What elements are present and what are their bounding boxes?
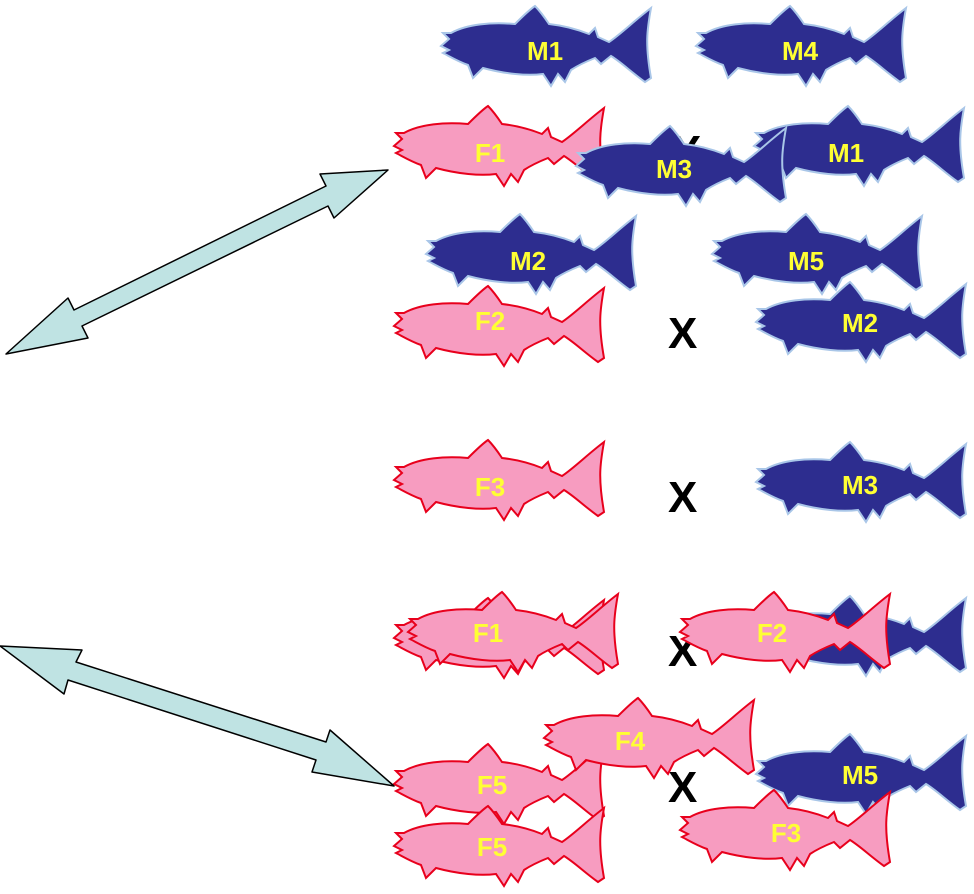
fish-m4-top: M4 [695,5,907,87]
fish-label: F5 [477,832,507,862]
fish-f3-row3: F3 [393,439,605,521]
fish-m2-floating: M2 [425,213,637,295]
fish-m3-floating: M3 [575,125,787,207]
fish-m5-floating: M5 [711,213,923,295]
fish-m1-top: M1 [440,5,652,87]
fish-label: M2 [842,308,878,338]
fish-f5-bottom: F5 [393,805,605,887]
fish-label: F1 [473,618,503,648]
fish-label: F2 [757,618,787,648]
fish-m1-row1: M1 [753,105,965,187]
fish-label: F5 [477,770,507,800]
fish-f1-row4: F1 [407,591,619,673]
fish-m2-row2: M2 [755,281,967,363]
double-arrow-upper [5,169,389,355]
cross-symbol: X [668,309,697,358]
fish-label: M5 [842,760,878,790]
fish-label: F3 [475,472,505,502]
fish-f2-row2: F2 [393,285,605,367]
fish-label: M3 [656,154,692,184]
cross-symbol: X [668,473,697,522]
fish-label: F4 [615,726,646,756]
fish-m3-row3: M3 [755,441,967,523]
cross-symbol: X [668,763,697,812]
fish-label: F3 [771,818,801,848]
fish-f4-floating: F4 [543,697,755,779]
fish-label: M2 [510,246,546,276]
fish-label: M4 [782,36,819,66]
fish-label: F2 [475,306,505,336]
fish-f3-bottom: F3 [679,789,891,871]
fish-label: M1 [527,36,563,66]
fish-label: M3 [842,470,878,500]
fish-f2-row4: F2 [679,591,891,673]
fish-label: M1 [828,138,864,168]
fish-f1-row1: F1 [393,105,605,187]
fish-m5-row5: M5 [755,733,967,815]
double-arrow-lower [0,645,395,787]
fish-label: M5 [788,246,824,276]
fish-f5-row5: F5 [393,743,605,825]
fish-label: F1 [475,138,505,168]
